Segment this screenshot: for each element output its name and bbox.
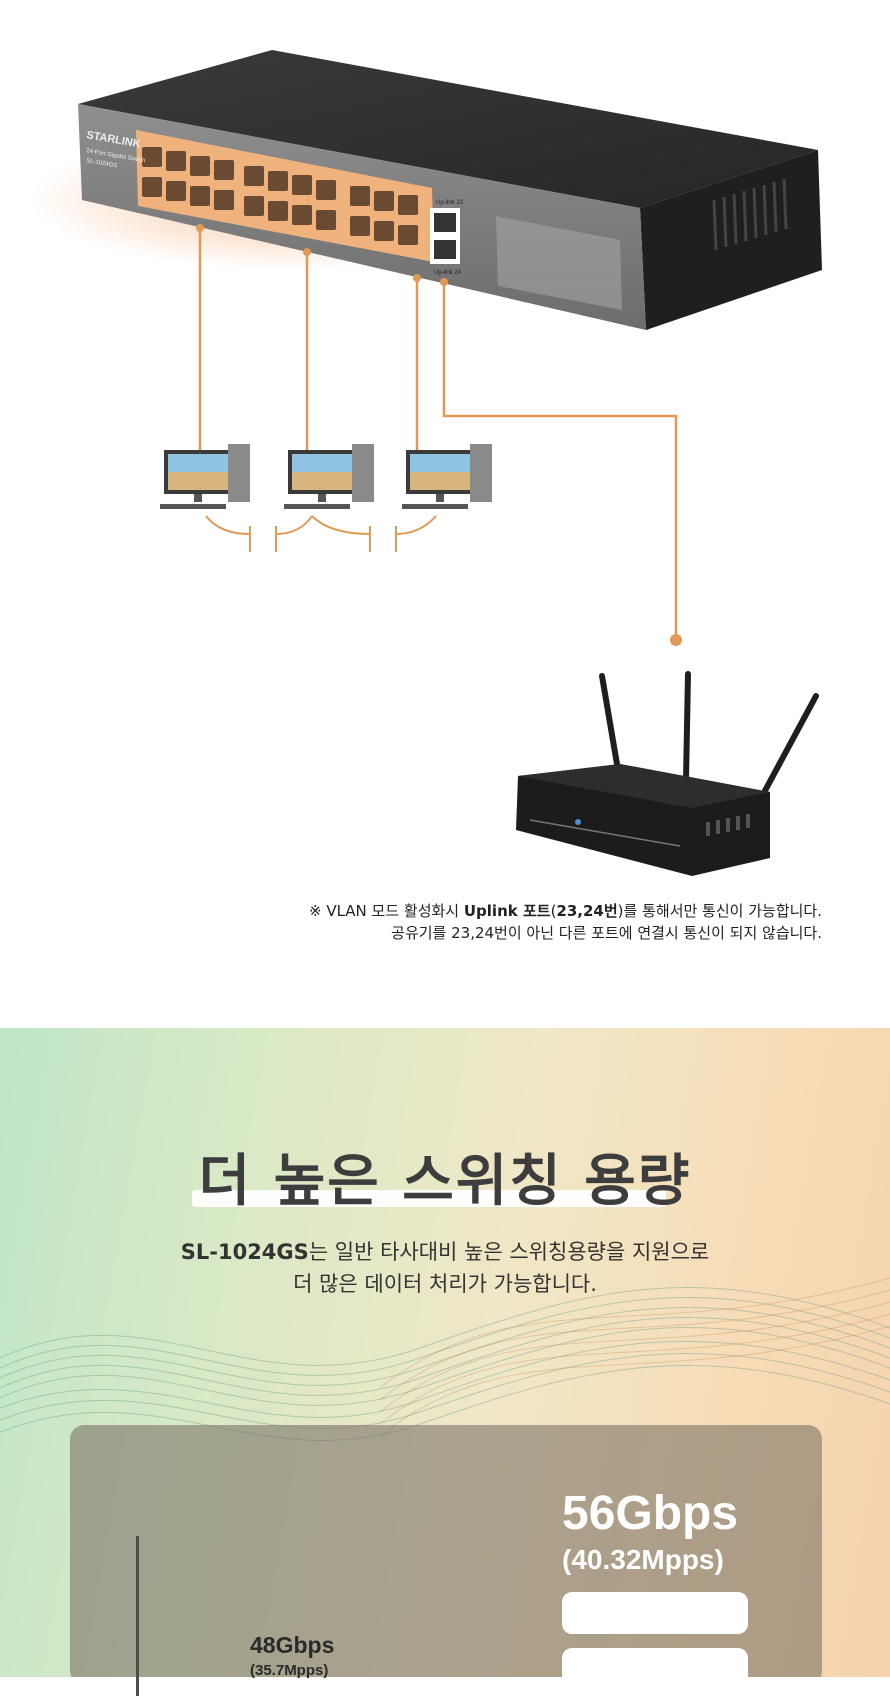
network-topology-illustration: STARLINK 24-Port Gigabit Switch SL-1024G… xyxy=(30,50,822,876)
uplink-23-label: Up-link 23 xyxy=(436,200,464,206)
computer-link-arcs xyxy=(205,515,437,552)
uplink-24-label: Up-link 24 xyxy=(434,270,462,276)
wireless-router xyxy=(516,671,819,876)
description-model: SL-1024GS xyxy=(180,1240,309,1264)
vlan-note-uplink: Uplink 포트 xyxy=(463,902,551,920)
wave-mesh-background xyxy=(0,1277,890,1441)
computer-3 xyxy=(402,444,492,509)
uplink-ports xyxy=(430,208,460,264)
our-capacity-bar-2 xyxy=(562,1648,748,1690)
model-label: SL-1024GS xyxy=(86,158,118,169)
port-array xyxy=(142,147,418,245)
description-line-2: 더 많은 데이터 처리가 가능합니다. xyxy=(293,1272,597,1296)
vlan-note-paren: ( xyxy=(550,902,557,920)
computer-1 xyxy=(160,444,250,509)
switching-capacity-section: 더 높은 스위칭 용량 SL-1024GS는 일반 타사대비 높은 스위칭용량을… xyxy=(0,1028,890,1677)
capacity-comparison-panel xyxy=(70,1425,822,1677)
vlan-note-suffix: )를 통해서만 통신이 가능합니다. xyxy=(617,902,822,920)
other-capacity-value: 48Gbps xyxy=(250,1632,335,1658)
network-diagram-section: STARLINK 24-Port Gigabit Switch SL-1024G… xyxy=(30,50,822,942)
vlan-note-line-2: 공유기를 23,24번이 아닌 다른 포트에 연결시 통신이 되지 않습니다. xyxy=(391,924,822,942)
comparison-axis xyxy=(136,1536,139,1696)
vlan-note-line-1: ※ VLAN 모드 활성화시 Uplink 포트(23,24번)를 통해서만 통… xyxy=(309,900,822,921)
our-capacity-pps: (40.32Mpps) xyxy=(562,1544,724,1575)
vlan-note-prefix: ※ VLAN 모드 활성화시 xyxy=(308,902,464,920)
our-capacity-value: 56Gbps xyxy=(562,1487,739,1540)
connection-lines xyxy=(198,228,678,638)
description-line-1: SL-1024GS는 일반 타사대비 높은 스위칭용량을 지원으로 xyxy=(0,1236,890,1266)
connection-dots xyxy=(196,224,682,646)
section-title: 더 높은 스위칭 용량 xyxy=(198,1149,692,1214)
our-capacity-bar-1 xyxy=(562,1592,748,1634)
vlan-note-port-numbers: 23,24번 xyxy=(556,902,618,920)
computer-2 xyxy=(284,444,374,509)
other-capacity-pps: (35.7Mpps) xyxy=(250,1662,329,1679)
title-underline xyxy=(192,1190,666,1207)
description-rest: 는 일반 타사대비 높은 스위칭용량을 지원으로 xyxy=(308,1240,710,1264)
